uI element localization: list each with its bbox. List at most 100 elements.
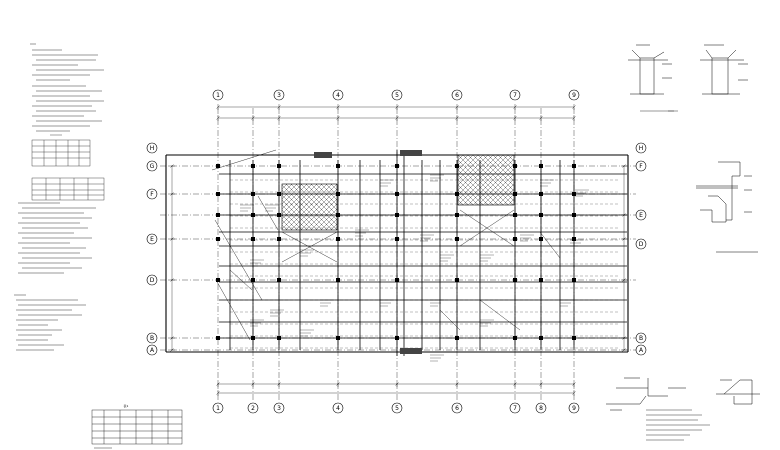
- column-5B: [395, 336, 399, 340]
- column-7B: [513, 336, 517, 340]
- column-1H: [216, 164, 220, 168]
- axis-bubble-right-A: [635, 344, 647, 356]
- column-1G: [216, 192, 220, 196]
- slab-diagonal-10: [479, 299, 521, 331]
- dim-top-inner-slash-8: [572, 116, 576, 120]
- section-detail-2: [700, 44, 748, 95]
- axis-bubble-top-6-label: 6: [455, 92, 459, 99]
- column-6H: [455, 164, 459, 168]
- dim-left-slash-5: [170, 348, 174, 352]
- column-6F: [455, 213, 459, 217]
- axis-bubble-right-E: [635, 209, 647, 221]
- dim-left-slash-2: [170, 237, 174, 241]
- dim-right-slash-2: [622, 237, 626, 241]
- axis-bubble-bottom-5-label: 5: [395, 405, 399, 412]
- axis-bubble-top-5-label: 5: [395, 92, 399, 99]
- column-9G: [572, 192, 576, 196]
- axis-bubble-right-A-label: A: [639, 347, 644, 354]
- axis-bubble-bottom-2: [247, 402, 259, 414]
- axis-bubble-top-7: [509, 89, 521, 101]
- axis-bubble-right-B-label: B: [639, 335, 643, 342]
- column-5E: [395, 237, 399, 241]
- dim-top-outer-slash-6: [572, 105, 576, 109]
- slab-diagonal-9: [439, 309, 461, 331]
- axis-bubble-left-H-label: H: [150, 145, 155, 152]
- dim-bottom-inner-slash-3: [336, 382, 340, 386]
- dim-top-outer-slash-2: [336, 105, 340, 109]
- column-1B: [216, 336, 220, 340]
- dim-bottom-outer-slash-0: [216, 391, 220, 395]
- section-detail-4: [606, 377, 686, 411]
- section-detail-1: [628, 44, 672, 95]
- column-2B: [251, 336, 255, 340]
- axis-bubble-top-1-label: 1: [216, 92, 220, 99]
- dim-bottom-inner-slash-2: [277, 382, 281, 386]
- slab-diagonal-3: [459, 209, 515, 247]
- axis-bubble-left-A: [146, 344, 158, 356]
- column-4H: [336, 164, 340, 168]
- axis-bubble-left-A-label: A: [150, 347, 155, 354]
- axis-bubble-bottom-9: [568, 402, 580, 414]
- column-5D: [395, 278, 399, 282]
- slab-diagonal-5: [257, 195, 279, 231]
- notes-list-3: [14, 294, 86, 351]
- axis-bubble-top-3: [273, 89, 285, 101]
- column-2G: [251, 192, 255, 196]
- hatch-area-1: [281, 183, 338, 231]
- dim-right-slash-4: [622, 336, 626, 340]
- dim-top-outer-slash-4: [455, 105, 459, 109]
- column-6G: [455, 192, 459, 196]
- column-5H: [395, 164, 399, 168]
- dim-top-inner-slash-3: [336, 116, 340, 120]
- axis-bubble-top-7-label: 7: [513, 92, 517, 99]
- column-9H: [572, 164, 576, 168]
- column-8B: [539, 336, 543, 340]
- slab-diagonal-8: [539, 231, 561, 259]
- dim-bottom-inner-slash-7: [539, 382, 543, 386]
- axis-bubble-bottom-3: [273, 402, 285, 414]
- rebar-table-1: [31, 134, 91, 167]
- column-4B: [336, 336, 340, 340]
- column-3H: [277, 164, 281, 168]
- slab-diagonal-7: [215, 279, 251, 341]
- dim-top-outer-slash-1: [277, 105, 281, 109]
- notes-list-2: [18, 202, 96, 274]
- axis-bubble-bottom-1: [212, 402, 224, 414]
- column-9D: [572, 278, 576, 282]
- axis-bubble-left-D: [146, 274, 158, 286]
- wall-block-1: [314, 152, 332, 158]
- dim-bottom-inner-slash-5: [455, 382, 459, 386]
- axis-bubble-right-H-label: H: [639, 145, 644, 152]
- column-9B: [572, 336, 576, 340]
- dim-bottom-inner-slash-0: [216, 382, 220, 386]
- column-8F: [539, 213, 543, 217]
- axis-bubble-top-5: [391, 89, 403, 101]
- column-5F: [395, 213, 399, 217]
- column-8H: [539, 164, 543, 168]
- column-2E: [251, 237, 255, 241]
- column-3D: [277, 278, 281, 282]
- column-3B: [277, 336, 281, 340]
- axis-bubble-top-4: [332, 89, 344, 101]
- axis-bubble-right-D: [635, 238, 647, 250]
- column-4D: [336, 278, 340, 282]
- column-7H: [513, 164, 517, 168]
- axis-bubble-bottom-6-label: 6: [455, 405, 459, 412]
- dim-top-inner-slash-7: [539, 116, 543, 120]
- general-notes-block: [30, 43, 104, 132]
- axis-bubble-top-4-label: 4: [336, 92, 340, 99]
- axis-bubble-right-H: [635, 142, 647, 154]
- axis-bubble-left-E-label: E: [150, 236, 154, 243]
- dim-top-inner-slash-0: [216, 116, 220, 120]
- column-7E: [513, 237, 517, 241]
- axis-bubble-bottom-8: [535, 402, 547, 414]
- dim-top-inner-slash-2: [277, 116, 281, 120]
- axis-bubble-bottom-1-label: 1: [216, 405, 220, 412]
- dim-right-slash-0: [622, 164, 626, 168]
- axis-bubble-bottom-3-label: 3: [277, 405, 281, 412]
- axis-bubble-bottom-6: [451, 402, 463, 414]
- axis-bubble-bottom-4-label: 4: [336, 405, 340, 412]
- column-9F: [572, 213, 576, 217]
- column-8D: [539, 278, 543, 282]
